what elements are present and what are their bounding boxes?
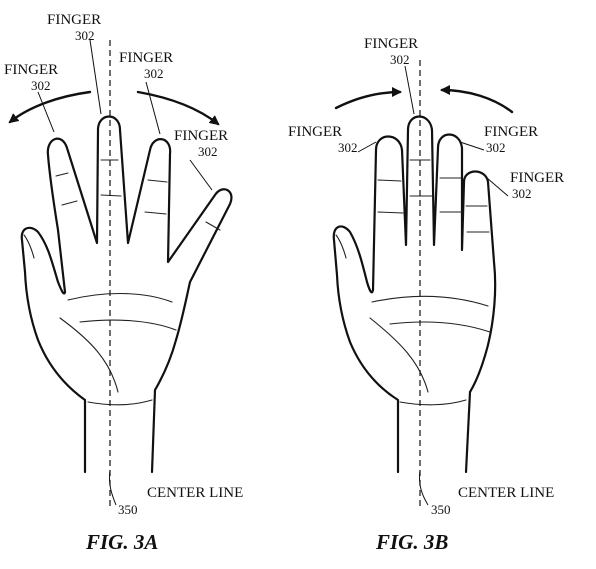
finger-label-3a-ring: FINGER <box>119 50 173 66</box>
leader-line <box>145 81 161 135</box>
finger-ref-3b-ring: 302 <box>486 140 506 155</box>
finger-crease <box>144 211 167 215</box>
palm-crease <box>67 293 173 303</box>
figure-3b: FINGER 302 FINGER 302 FINGER 302 FINGER … <box>288 36 564 554</box>
leader-line <box>459 141 485 151</box>
leader-line <box>189 159 213 191</box>
finger-label-3a-pinky: FINGER <box>174 128 228 144</box>
finger-ref-3a-index: 302 <box>31 78 51 93</box>
leader-line <box>37 91 55 133</box>
finger-crease <box>205 221 221 231</box>
center-line-ref-3a: 350 <box>118 502 138 517</box>
finger-label-3b-index: FINGER <box>288 124 342 140</box>
arrow-right-outward-icon <box>136 90 220 126</box>
finger-crease <box>377 179 402 182</box>
figure-caption-3a: FIG. 3A <box>85 530 158 554</box>
finger-ref-3a-middle: 302 <box>75 28 95 43</box>
center-line-ref-3b: 350 <box>431 502 451 517</box>
leader-line <box>89 39 102 115</box>
palm-crease <box>79 319 177 331</box>
hand-3b-closed-fingers <box>332 115 497 474</box>
finger-label-3b-ring: FINGER <box>484 124 538 140</box>
center-line-label-3a: CENTER LINE <box>147 485 243 501</box>
finger-label-3b-pinky: FINGER <box>510 170 564 186</box>
finger-crease <box>55 172 69 177</box>
finger-ref-3a-pinky: 302 <box>198 144 218 159</box>
finger-crease <box>61 200 78 206</box>
leader-line <box>486 177 509 197</box>
palm-crease <box>389 321 491 333</box>
leader-line <box>357 141 377 153</box>
hand-outline-3a <box>20 115 233 474</box>
figure-3a: FINGER 302 FINGER 302 FINGER 302 FINGER … <box>4 12 243 554</box>
leader-line <box>419 469 429 506</box>
wrist-crease <box>399 399 467 406</box>
finger-ref-3b-middle: 302 <box>390 52 410 67</box>
finger-label-3a-middle: FINGER <box>47 12 101 28</box>
arrow-left-inward-icon <box>440 85 514 114</box>
center-line-label-3b: CENTER LINE <box>458 485 554 501</box>
finger-crease <box>100 194 122 197</box>
finger-crease <box>147 179 168 183</box>
finger-label-3b-middle: FINGER <box>364 36 418 52</box>
palm-crease <box>369 317 429 393</box>
leader-line <box>404 65 415 115</box>
finger-ref-3a-ring: 302 <box>144 66 164 81</box>
thumbnail <box>23 234 35 259</box>
finger-label-3a-index: FINGER <box>4 62 58 78</box>
finger-ref-3b-pinky: 302 <box>512 186 532 201</box>
wrist-crease <box>87 399 153 406</box>
palm-crease <box>371 295 489 307</box>
hand-outline-3b <box>332 115 497 474</box>
finger-ref-3b-index: 302 <box>338 140 358 155</box>
arrow-right-inward-icon <box>334 87 402 110</box>
thumbnail <box>335 234 347 259</box>
figure-caption-3b: FIG. 3B <box>375 530 448 554</box>
arrow-left-outward-icon <box>8 90 92 124</box>
hand-3a-spread-fingers <box>20 115 233 474</box>
leader-line <box>109 469 117 506</box>
palm-crease <box>59 317 119 393</box>
finger-crease <box>377 211 404 214</box>
